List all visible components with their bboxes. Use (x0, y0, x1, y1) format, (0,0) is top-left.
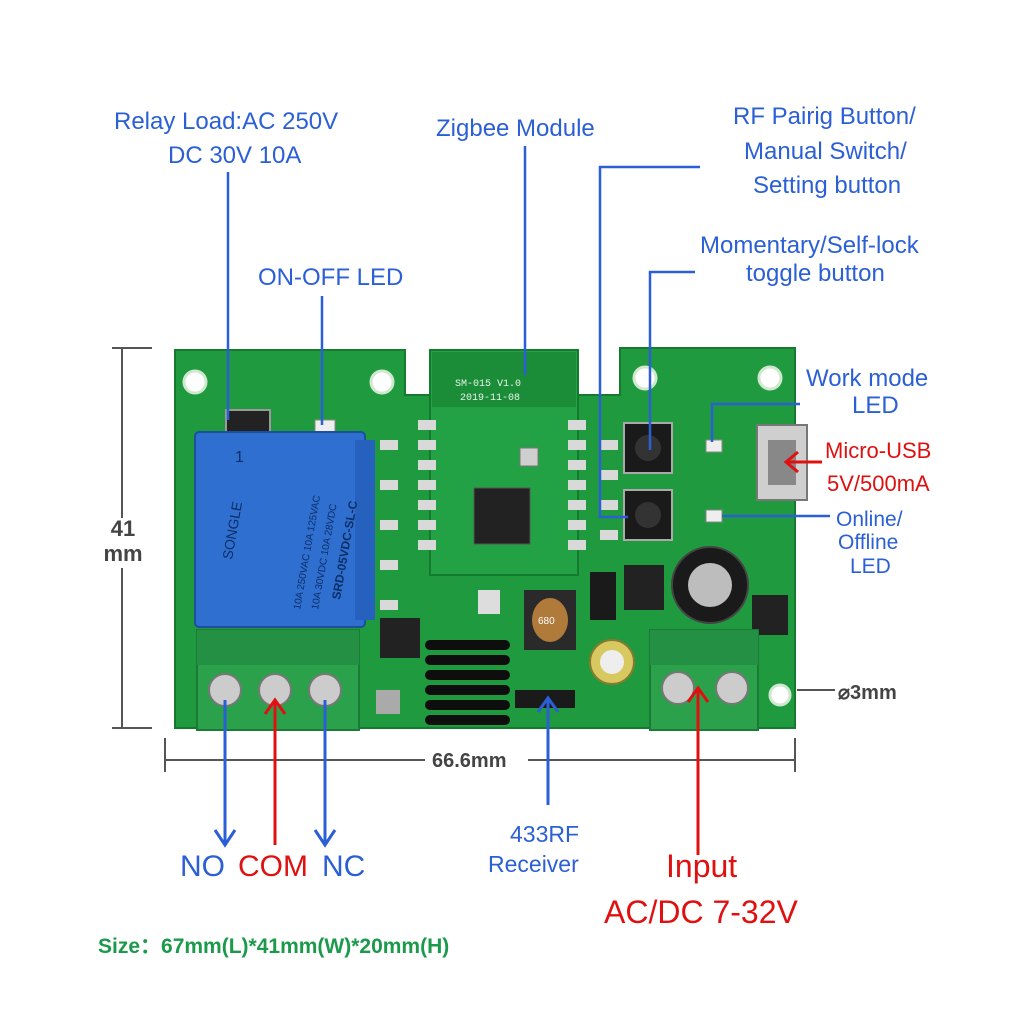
mount-hole (632, 365, 658, 391)
zigbee-module-label: Zigbee Module (436, 115, 595, 142)
rf-pairing-label-line3: Setting button (753, 172, 902, 199)
pairing-button (623, 422, 673, 474)
work-mode-label-line1: Work mode (806, 365, 929, 392)
blue-leader-lines (226, 146, 830, 519)
smd-crystal (519, 447, 539, 467)
width-dimension-label: 66.6mm (432, 750, 507, 772)
relay-load-label-line1: Relay Load:AC 250V (114, 108, 339, 135)
ic-chip (624, 565, 664, 610)
terminal-com-label: COM (238, 850, 308, 883)
inductor-code: 680 (538, 616, 555, 627)
diode (225, 409, 271, 435)
on-off-led (314, 419, 336, 433)
rf-receiver-label-line2: Receiver (488, 851, 579, 877)
work-mode-label-line2: LED (852, 392, 899, 419)
ic-chip (380, 618, 420, 658)
mount-hole (182, 369, 208, 395)
online-led (705, 509, 723, 523)
ic-chip (590, 572, 616, 620)
micro-usb-label-line2: 5V/500mA (827, 471, 930, 496)
toggle-button (623, 489, 673, 541)
terminal-arrows-blue (213, 700, 337, 848)
rf-receiver-label-line1: 433RF (510, 821, 580, 847)
zigbee-antenna-area (432, 352, 576, 407)
online-led-label-line1: Online/ (836, 508, 903, 531)
online-led-label-line2: Offline (838, 531, 899, 554)
terminal-arrows-red (263, 450, 822, 855)
large-capacitor (671, 546, 749, 624)
on-off-led-label: ON-OFF LED (258, 264, 404, 291)
momentary-label-line2: toggle button (746, 260, 885, 287)
ic-chip (752, 595, 788, 635)
work-mode-led (705, 439, 723, 453)
relay-pin-text: 1 (235, 449, 244, 466)
ic-chip (478, 590, 500, 614)
dimension-lines (112, 347, 835, 772)
relay: SONGLE SRD-05VDC-SL-C 10A 250VAC 10A 125… (194, 431, 375, 628)
mount-hole (369, 369, 395, 395)
momentary-label-line1: Momentary/Self-lock (700, 232, 919, 259)
rf-pairing-label-line2: Manual Switch/ (744, 138, 907, 165)
input-terminal-block (649, 629, 759, 731)
small-capacitor (589, 639, 635, 685)
mount-hole (757, 365, 783, 391)
input-label-line1: Input (666, 848, 738, 884)
rf-antenna-coil (425, 640, 510, 725)
terminal-no-label: NO (180, 850, 225, 883)
size-specification: Size：67mm(L)*41mm(W)*20mm(H) (98, 935, 450, 958)
input-label-line2: AC/DC 7-32V (604, 894, 798, 930)
relay-terminal-block (196, 629, 360, 731)
smd-pads (380, 420, 618, 610)
rf-pairing-label-line1: RF Pairig Button/ (733, 103, 916, 130)
rf-receiver-arrow (536, 695, 560, 805)
rf-receiver-module (515, 690, 575, 708)
hole-size-label: ⌀3mm (838, 683, 897, 703)
relay-load-label-line2: DC 30V 10A (168, 142, 302, 169)
inductor: 680 (524, 590, 576, 650)
mount-hole (768, 683, 792, 707)
ic-chip (376, 690, 400, 714)
online-led-label-line3: LED (850, 555, 891, 578)
height-dimension-line2: mm (103, 541, 143, 566)
hole-size-value: 3mm (850, 682, 897, 704)
zigbee-chip (473, 487, 531, 545)
terminal-nc-label: NC (322, 850, 366, 883)
module-date-text: 2019-11-08 (460, 393, 520, 404)
module-model-text: SM-015 V1.0 (455, 379, 521, 390)
micro-usb-label-line1: Micro-USB (825, 438, 932, 463)
height-dimension-line1: 41 (110, 516, 136, 541)
hole-diameter-icon: ⌀ (838, 682, 851, 704)
